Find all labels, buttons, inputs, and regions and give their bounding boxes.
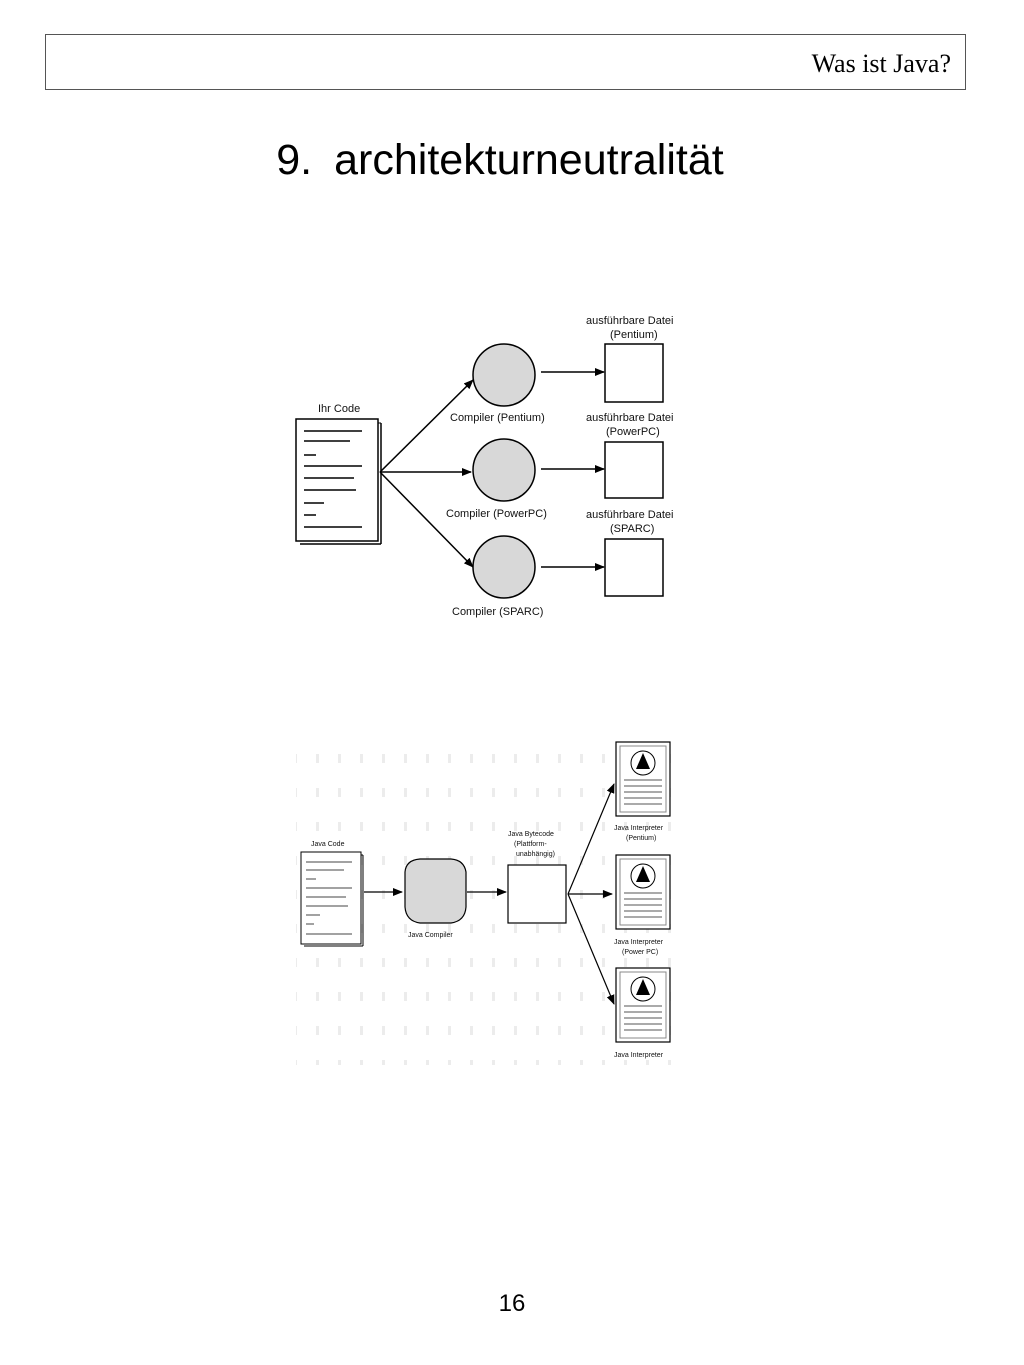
interpreter-powerpc-window — [615, 854, 671, 930]
arrow-to-interpreter-3 — [567, 893, 615, 1005]
java-code-label: Java Code — [311, 841, 345, 848]
compiler-label-sparc: Compiler (SPARC) — [452, 606, 543, 618]
output-file-powerpc — [604, 441, 664, 499]
compiler-label-pentium: Compiler (Pentium) — [450, 412, 545, 424]
arrow-to-compiler-pentium — [379, 379, 474, 473]
source-code-label: Ihr Code — [318, 403, 360, 415]
interpreter-3-window — [615, 967, 671, 1043]
java-code-document-icon — [300, 851, 364, 947]
native-compilation-diagram: Ihr Code Compiler (Pentium) Compiler (Po… — [295, 315, 673, 618]
arrow-to-compiler-sparc — [379, 471, 474, 568]
interpreter-label-powerpc-line2: (Power PC) — [622, 949, 658, 956]
bytecode-box — [507, 864, 567, 924]
output-file-sparc — [604, 538, 664, 597]
output-label-powerpc-line1: ausführbare Datei — [586, 412, 673, 424]
output-label-powerpc-line2: (PowerPC) — [606, 426, 660, 438]
title-number: 9. — [276, 136, 313, 184]
compiler-pentium-node — [472, 343, 536, 407]
arrow-to-interpreter-pentium — [567, 783, 615, 895]
output-label-sparc-line2: (SPARC) — [610, 523, 654, 535]
java-compiler-node — [404, 858, 467, 924]
interpreter-label-3-line1: Java Interpreter — [614, 1052, 664, 1059]
interpreter-pentium-window — [615, 741, 671, 817]
bytecode-label-line1: Java Bytecode — [508, 831, 554, 838]
compiler-sparc-node — [472, 535, 536, 599]
java-compiler-label: Java Compiler — [408, 932, 453, 939]
java-bytecode-diagram: Java Code Java Compiler Java Bytecode (P… — [296, 735, 678, 1065]
compiler-powerpc-node — [472, 438, 536, 502]
source-document-icon — [295, 418, 382, 545]
java-logo-icon — [636, 866, 650, 882]
header-title: Was ist Java? — [811, 49, 951, 78]
slide-title: 9. architekturneutralität — [0, 136, 1000, 185]
output-label-pentium-line2: (Pentium) — [610, 329, 658, 341]
java-logo-icon — [636, 753, 650, 769]
interpreter-label-powerpc-line1: Java Interpreter — [614, 939, 664, 946]
output-label-sparc-line1: ausführbare Datei — [586, 509, 673, 521]
bytecode-label-line3: unabhängig) — [516, 851, 555, 858]
java-logo-icon — [636, 979, 650, 995]
title-text: architekturneutralität — [334, 136, 724, 184]
interpreter-label-pentium-line1: Java Interpreter — [614, 825, 664, 832]
header-box: Was ist Java? — [45, 34, 966, 90]
interpreter-label-pentium-line2: (Pentium) — [626, 835, 656, 842]
output-label-pentium-line1: ausführbare Datei — [586, 315, 673, 327]
bytecode-label-line2: (Plattform- — [514, 841, 547, 848]
compiler-label-powerpc: Compiler (PowerPC) — [446, 508, 547, 520]
page-number: 16 — [498, 1290, 526, 1317]
output-file-pentium — [604, 343, 664, 403]
